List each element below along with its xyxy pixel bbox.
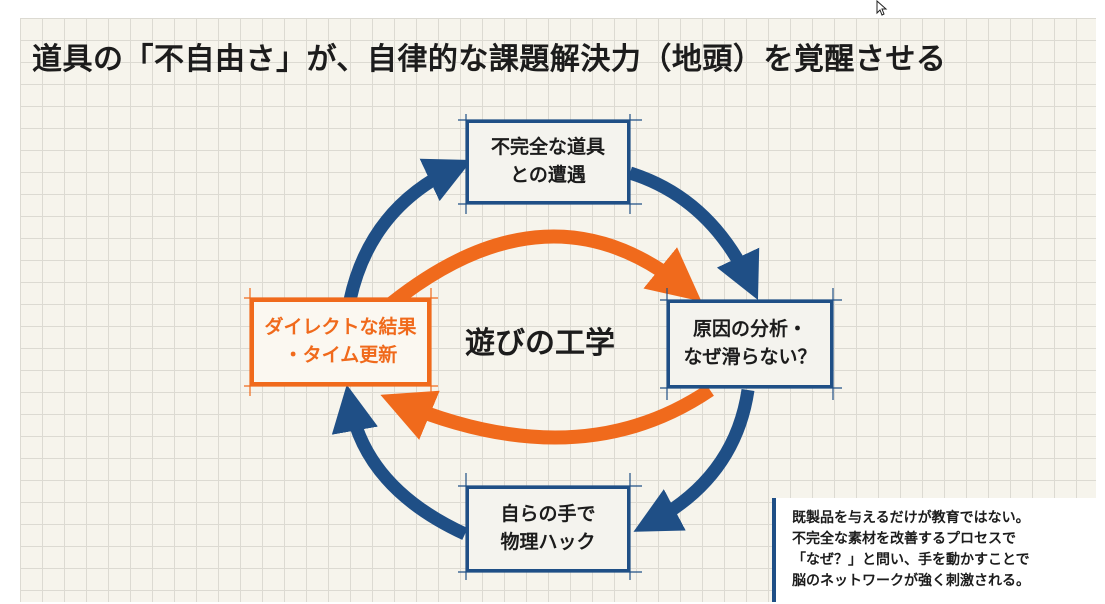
slide: 道具の「不自由さ」が、自律的な課題解決力（地頭）を覚醒させる xyxy=(20,18,1096,602)
note-line: 「なぜ？」と問い、手を動かすことで xyxy=(792,552,1030,568)
center-label: 遊びの工学 xyxy=(465,326,615,361)
node-imperfect-tool: 不完全な道具 との遭遇 xyxy=(466,120,630,204)
arrow-inner-right-to-left xyxy=(380,384,714,445)
node-cause-analysis: 原因の分析・ なぜ滑らない？ xyxy=(667,300,833,388)
note-box: 既製品を与えるだけが教育ではない。 不完全な素材を改善するプロセスで 「なぜ？」… xyxy=(772,498,1096,602)
mouse-cursor-icon xyxy=(876,0,888,16)
arrow-bottom-to-left xyxy=(331,384,468,540)
arrow-right-to-bottom xyxy=(633,389,755,532)
slide-title: 道具の「不自由さ」が、自律的な課題解決力（地頭）を覚醒させる xyxy=(32,42,947,77)
note-line: 不完全な素材を改善するプロセスで xyxy=(792,531,1016,547)
node-direct-result: ダイレクトな結果 ・タイム更新 xyxy=(250,298,431,386)
arrow-left-to-top xyxy=(343,158,472,302)
note-line: 既製品を与えるだけが教育ではない。 xyxy=(792,510,1030,526)
arrow-inner-left-to-right xyxy=(387,229,702,309)
note-line: 脳のネットワークが強く刺激される。 xyxy=(792,573,1030,589)
node-physical-hack: 自らの手で 物理ハック xyxy=(466,486,630,572)
arrow-top-to-right xyxy=(628,166,760,300)
